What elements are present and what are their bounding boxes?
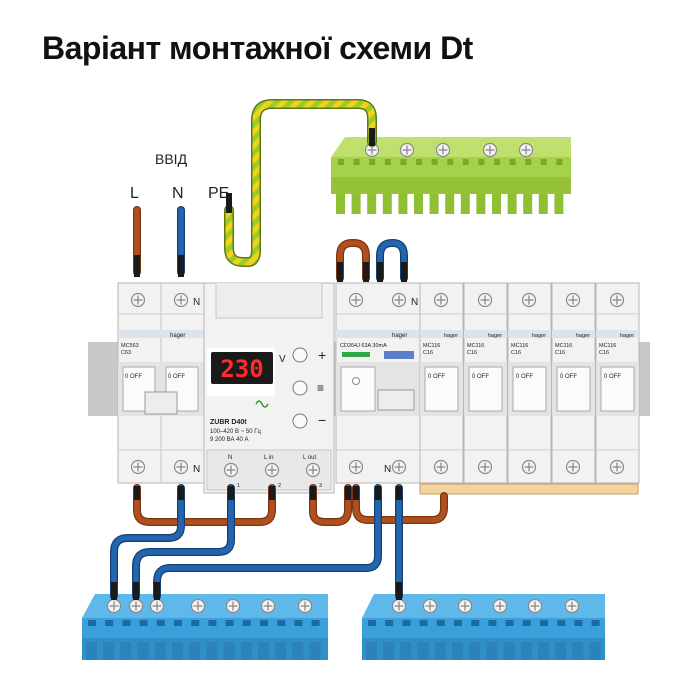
breaker-brand: hager bbox=[444, 333, 458, 339]
input-heading: ВВІД bbox=[155, 151, 188, 167]
relay-unit: V bbox=[279, 354, 286, 365]
ferrules bbox=[111, 128, 407, 600]
input-label-n: N bbox=[172, 185, 184, 202]
main-breaker-model: MC563 bbox=[121, 343, 139, 349]
breaker-brand: hager bbox=[576, 333, 590, 339]
relay-num-2: 2 bbox=[278, 483, 281, 489]
breaker-state: 0 OFF bbox=[516, 374, 533, 380]
neutral-bus-right bbox=[362, 594, 605, 660]
main-breaker-state-1: 0 OFF bbox=[125, 374, 142, 380]
main-breaker-state-2: 0 OFF bbox=[168, 374, 185, 380]
breaker-model: MC116 bbox=[511, 343, 528, 349]
relay-display-value: 230 bbox=[220, 355, 263, 383]
breaker-rating: C16 bbox=[467, 350, 477, 356]
breaker-model: MC116 bbox=[423, 343, 440, 349]
rcd-n-bottom: N bbox=[384, 464, 391, 475]
pe-bus bbox=[331, 137, 571, 214]
relay-plus-label: + bbox=[318, 347, 326, 363]
breaker-toggle[interactable] bbox=[468, 366, 503, 412]
rcd-n-top: N bbox=[411, 297, 418, 308]
relay-spec-1: 100–420 В ~ 50 Гц bbox=[210, 429, 261, 435]
relay-minus-label: − bbox=[318, 412, 326, 428]
relay-model: ZUBR D40t bbox=[210, 419, 247, 426]
breaker-state: 0 OFF bbox=[560, 374, 577, 380]
breaker-brand: hager bbox=[488, 333, 502, 339]
relay-button-minus[interactable] bbox=[292, 413, 308, 429]
main-breaker: hager MC563 C63 0 OFF 0 OFF N N bbox=[117, 282, 205, 484]
relay-num-1: 1 bbox=[237, 483, 240, 489]
relay-terminal-lout: L out bbox=[303, 455, 316, 461]
breaker-rating: C16 bbox=[511, 350, 521, 356]
relay-display bbox=[211, 352, 273, 384]
breaker-state: 0 OFF bbox=[428, 374, 445, 380]
rcd-model: CD264J 63A 30mA bbox=[340, 343, 387, 349]
relay-terminal-n: N bbox=[228, 455, 232, 461]
relay-terminal-lin: L in bbox=[264, 455, 273, 461]
main-breaker-n-bottom: N bbox=[193, 464, 200, 475]
page-title: Варіант монтажної схеми Dt bbox=[42, 30, 473, 66]
breaker-toggle[interactable] bbox=[512, 366, 547, 412]
main-breaker-rating: C63 bbox=[121, 350, 131, 356]
relay-num-3: 3 bbox=[319, 483, 322, 489]
relay-button-plus[interactable] bbox=[292, 347, 308, 363]
breaker-brand: hager bbox=[620, 333, 634, 339]
breaker-rating: C16 bbox=[555, 350, 565, 356]
breaker-rating: C16 bbox=[599, 350, 609, 356]
relay-wave-icon bbox=[255, 400, 269, 408]
relay-menu-label: ≡ bbox=[317, 381, 324, 395]
rcd-brand: hager bbox=[392, 333, 407, 339]
breaker-rating: C16 bbox=[423, 350, 433, 356]
breaker-model: MC116 bbox=[555, 343, 572, 349]
breaker-toggle[interactable] bbox=[424, 366, 459, 412]
breaker-state: 0 OFF bbox=[604, 374, 621, 380]
relay-button-menu[interactable] bbox=[292, 380, 308, 396]
neutral-bus-left bbox=[82, 594, 328, 660]
main-breaker-brand: hager bbox=[170, 333, 185, 339]
comb-busbar bbox=[419, 483, 639, 495]
relay-spec-2: 9 200 ВА 40 А bbox=[210, 437, 249, 443]
voltage-relay: 230 V + ≡ − ZUBR D40t 100–420 В ~ 50 Гц … bbox=[203, 282, 335, 494]
breaker-model: MC116 bbox=[467, 343, 484, 349]
rcd: hager CD264J 63A 30mA N N bbox=[335, 282, 421, 484]
breaker-toggle[interactable] bbox=[600, 366, 635, 412]
input-label-pe: PE bbox=[208, 185, 229, 202]
breaker-model: MC116 bbox=[599, 343, 616, 349]
input-label-l: L bbox=[130, 185, 139, 202]
breaker-state: 0 OFF bbox=[472, 374, 489, 380]
main-breaker-n-top: N bbox=[193, 297, 200, 308]
breaker-brand: hager bbox=[532, 333, 546, 339]
breaker-toggle[interactable] bbox=[556, 366, 591, 412]
